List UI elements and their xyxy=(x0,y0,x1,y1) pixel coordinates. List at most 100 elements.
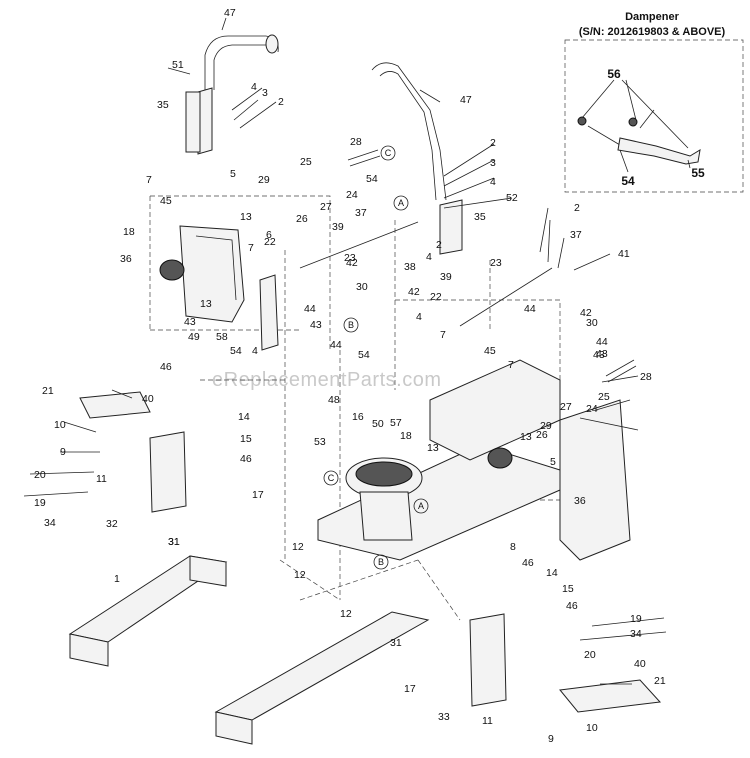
callout: 29 xyxy=(540,420,552,432)
callout: 19 xyxy=(630,613,642,625)
circled-letter xyxy=(343,317,359,333)
callout: 37 xyxy=(570,229,582,241)
callout: 31 xyxy=(390,637,402,649)
callout: 14 xyxy=(238,411,250,423)
callout: 43 xyxy=(596,348,608,360)
callout: 54 xyxy=(366,173,378,185)
callout: 12 xyxy=(292,541,304,553)
callout: 40 xyxy=(142,393,154,405)
callout: 46 xyxy=(566,600,578,612)
callout: 18 xyxy=(400,430,412,442)
callout: 23 xyxy=(490,257,502,269)
callout: 27 xyxy=(320,201,332,213)
callout: 25 xyxy=(300,156,312,168)
callout: 48 xyxy=(328,394,340,406)
callout: 2 xyxy=(278,96,284,108)
callout: 15 xyxy=(240,433,252,445)
callout: 47 xyxy=(460,94,472,106)
callout: 30 xyxy=(586,317,598,329)
circled-letter-text: A xyxy=(418,501,424,511)
callout: 23 xyxy=(344,252,356,264)
callout: 12 xyxy=(340,608,352,620)
callout: 28 xyxy=(640,371,652,383)
callout: 10 xyxy=(586,722,598,734)
circled-letter-text: B xyxy=(378,557,384,567)
callout: 21 xyxy=(654,675,666,687)
callout: 13 xyxy=(520,431,532,443)
callout: 10 xyxy=(54,419,66,431)
callout: 3 xyxy=(490,157,496,169)
callout: 40 xyxy=(634,658,646,670)
callout: 5 xyxy=(230,168,236,180)
callout: 30 xyxy=(356,281,368,293)
circled-letter-text: C xyxy=(385,148,392,158)
callout: 5 xyxy=(550,456,556,468)
callout: 22 xyxy=(264,236,276,248)
callout: 28 xyxy=(350,136,362,148)
callout: 53 xyxy=(314,436,326,448)
callout: 20 xyxy=(34,469,46,481)
callout: 37 xyxy=(355,207,367,219)
callout: 44 xyxy=(304,303,316,315)
callout: 18 xyxy=(123,226,135,238)
callout: 57 xyxy=(390,417,402,429)
circled-letter-text: A xyxy=(398,198,404,208)
callout: 32 xyxy=(106,518,118,530)
callout: 42 xyxy=(346,257,358,269)
callout: 2 xyxy=(490,137,496,149)
circled-letter-text: B xyxy=(348,320,354,330)
callout: 1 xyxy=(114,573,120,585)
callout: 43 xyxy=(184,316,196,328)
insert-title: Dampener xyxy=(625,11,680,23)
callout: 41 xyxy=(618,248,630,260)
callout: 46 xyxy=(160,361,172,373)
callout: 17 xyxy=(404,683,416,695)
callout: 42 xyxy=(580,307,592,319)
callout: 3 xyxy=(262,87,268,99)
callout: 4 xyxy=(490,176,496,188)
callout: 24 xyxy=(346,189,358,201)
callout: 46 xyxy=(240,453,252,465)
callout: 58 xyxy=(216,331,228,343)
callout: 2 xyxy=(436,239,442,251)
callout: 21 xyxy=(42,385,54,397)
callout: 54 xyxy=(230,345,242,357)
insert-callout-56: 56 xyxy=(607,67,621,81)
callout: 4 xyxy=(426,251,432,263)
callout: 26 xyxy=(296,213,308,225)
callout: 35 xyxy=(474,211,486,223)
callout: 11 xyxy=(482,715,493,727)
callout: 2 xyxy=(574,202,580,214)
circled-letter xyxy=(413,498,429,514)
callout: 45 xyxy=(484,345,496,357)
watermark-text: eReplacementParts.com xyxy=(212,369,441,391)
callout: 44 xyxy=(596,336,608,348)
part-callouts: 47 51 35 4 3 2 47 28 25 29 7 45 13 5 26 … xyxy=(34,7,666,745)
callout: 4 xyxy=(416,311,422,323)
callout: 7 xyxy=(248,242,254,254)
callout: 43 xyxy=(593,349,605,361)
dampener-insert: Dampener (S/N: 2012619803 & ABOVE) 56 54… xyxy=(564,11,744,193)
callout: 16 xyxy=(352,411,364,423)
callout: 54 xyxy=(358,349,370,361)
callout: 36 xyxy=(120,253,132,265)
callout: 39 xyxy=(332,221,344,233)
callout: 22 xyxy=(430,291,442,303)
callout: 11 xyxy=(96,473,107,485)
callout: 31 xyxy=(168,536,180,548)
callout: 50 xyxy=(372,418,384,430)
circled-letter-text: C xyxy=(328,473,335,483)
callout: 7 xyxy=(146,174,152,186)
callout: 20 xyxy=(584,649,596,661)
callout: 19 xyxy=(34,497,46,509)
circled-letter xyxy=(380,145,396,161)
callout: 42 xyxy=(408,286,420,298)
circled-letter xyxy=(323,470,339,486)
frame-outline xyxy=(23,17,667,745)
callout: 38 xyxy=(404,261,416,273)
callout: 43 xyxy=(310,319,322,331)
callout: 27 xyxy=(560,401,572,413)
callout: 51 xyxy=(172,59,184,71)
callout: 44 xyxy=(524,303,536,315)
callout: 12 xyxy=(294,569,306,581)
